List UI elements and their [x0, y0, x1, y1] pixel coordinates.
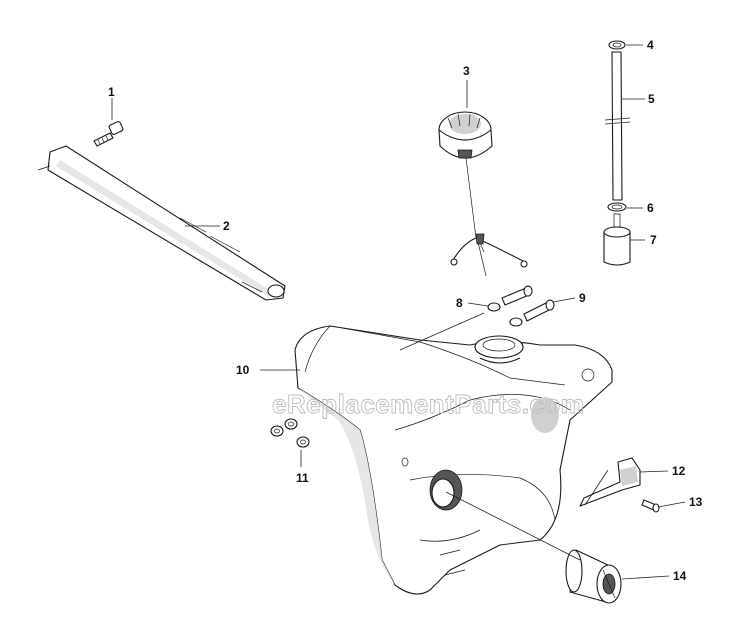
callout-7: 7 — [650, 233, 657, 247]
watermark-text: eReplacementParts.com — [272, 389, 585, 419]
callout-13: 13 — [689, 495, 703, 509]
callout-5: 5 — [648, 92, 655, 106]
callout-labels: 1 2 3 4 5 6 7 8 9 10 11 12 13 14 — [108, 38, 703, 583]
leader-10-link — [399, 312, 485, 351]
part-13-screw — [641, 499, 660, 513]
part-2-rod — [37, 145, 286, 301]
part-5-fuel-hose — [604, 51, 631, 201]
leader-lines — [111, 44, 686, 580]
callout-12: 12 — [672, 464, 686, 478]
callout-10: 10 — [236, 363, 250, 377]
part-8-washer-screw — [487, 285, 533, 312]
leader-14 — [621, 575, 670, 580]
leader-12-link — [584, 469, 609, 506]
part-9-washer-screw — [509, 299, 555, 327]
part-1-screw — [93, 121, 124, 147]
part-11-nuts — [270, 418, 310, 448]
part-12-bracket — [579, 457, 641, 507]
leader-14-link — [445, 491, 581, 561]
part-7-fuel-filter — [603, 213, 631, 266]
callout-8: 8 — [456, 296, 463, 310]
part-4-o-ring — [608, 40, 626, 50]
leader-9 — [552, 297, 576, 303]
leader-13 — [657, 501, 686, 508]
callout-9: 9 — [579, 291, 586, 305]
part-6-o-ring — [607, 202, 627, 212]
part-10-fuel-tank-housing — [294, 325, 613, 595]
callout-4: 4 — [647, 38, 654, 52]
leader-12 — [639, 470, 669, 473]
callout-14: 14 — [673, 569, 687, 583]
part-3-fuel-cap — [438, 111, 528, 277]
part-14-grommet — [565, 549, 622, 604]
callout-6: 6 — [647, 201, 654, 215]
leader-8 — [467, 302, 489, 307]
callout-1: 1 — [108, 85, 115, 99]
callout-2: 2 — [223, 219, 230, 233]
callout-11: 11 — [296, 471, 309, 485]
callout-3: 3 — [463, 64, 470, 78]
